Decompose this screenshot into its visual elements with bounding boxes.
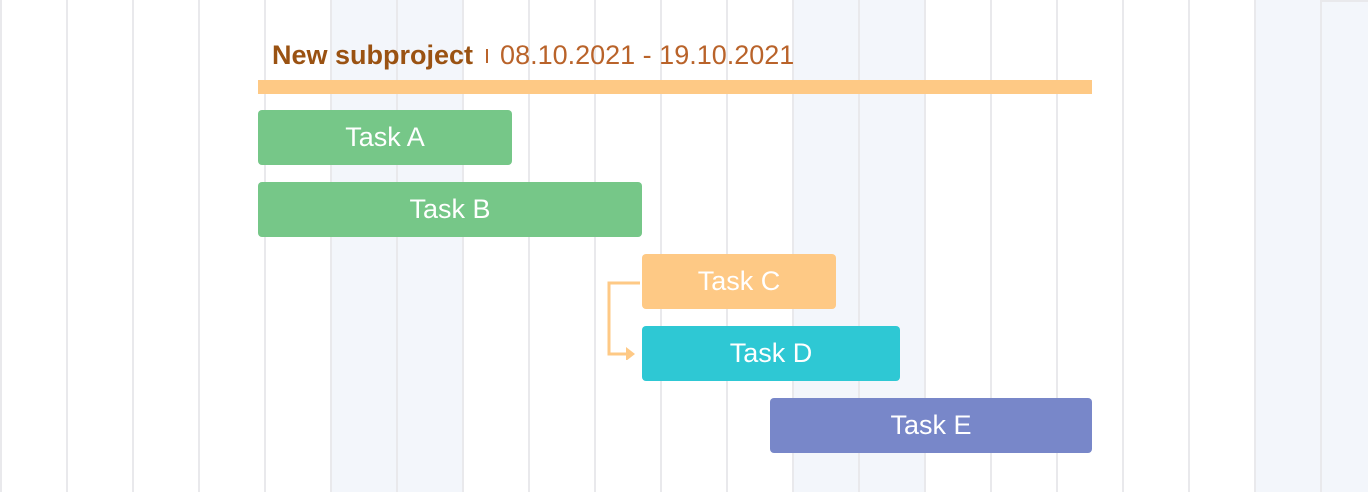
day-column: [66, 0, 132, 492]
weekend-column: [1254, 0, 1320, 492]
task-label: Task D: [729, 338, 813, 368]
day-column: [660, 0, 726, 492]
task-bar-c[interactable]: Task C: [642, 254, 836, 309]
task-label: Task C: [697, 266, 781, 296]
separator: [486, 49, 489, 63]
day-column: [198, 0, 264, 492]
day-column: [1056, 0, 1122, 492]
task-label: Task A: [345, 122, 425, 152]
day-column: [0, 0, 66, 492]
weekend-column: [330, 0, 396, 492]
task-label: Task E: [890, 410, 972, 440]
task-bar-a[interactable]: Task A: [258, 110, 512, 165]
day-column: [264, 0, 330, 492]
day-column: [1122, 0, 1188, 492]
task-label: Task B: [409, 194, 491, 224]
subproject-name: New subproject: [272, 39, 474, 70]
day-column: [990, 0, 1056, 492]
day-column: [924, 0, 990, 492]
weekend-column: [1320, 0, 1368, 492]
weekend-column: [396, 0, 462, 492]
day-column: [594, 0, 660, 492]
day-column: [528, 0, 594, 492]
subproject-dates: 08.10.2021 - 19.10.2021: [500, 39, 795, 70]
subproject-header: New subproject 08.10.2021 - 19.10.2021: [272, 38, 794, 72]
task-bar-e[interactable]: Task E: [770, 398, 1092, 453]
task-bar-b[interactable]: Task B: [258, 182, 642, 237]
day-column: [1188, 0, 1254, 492]
day-column: [462, 0, 528, 492]
subproject-bar[interactable]: [258, 80, 1092, 94]
day-column: [132, 0, 198, 492]
day-column: [726, 0, 792, 492]
task-bar-d[interactable]: Task D: [642, 326, 900, 381]
